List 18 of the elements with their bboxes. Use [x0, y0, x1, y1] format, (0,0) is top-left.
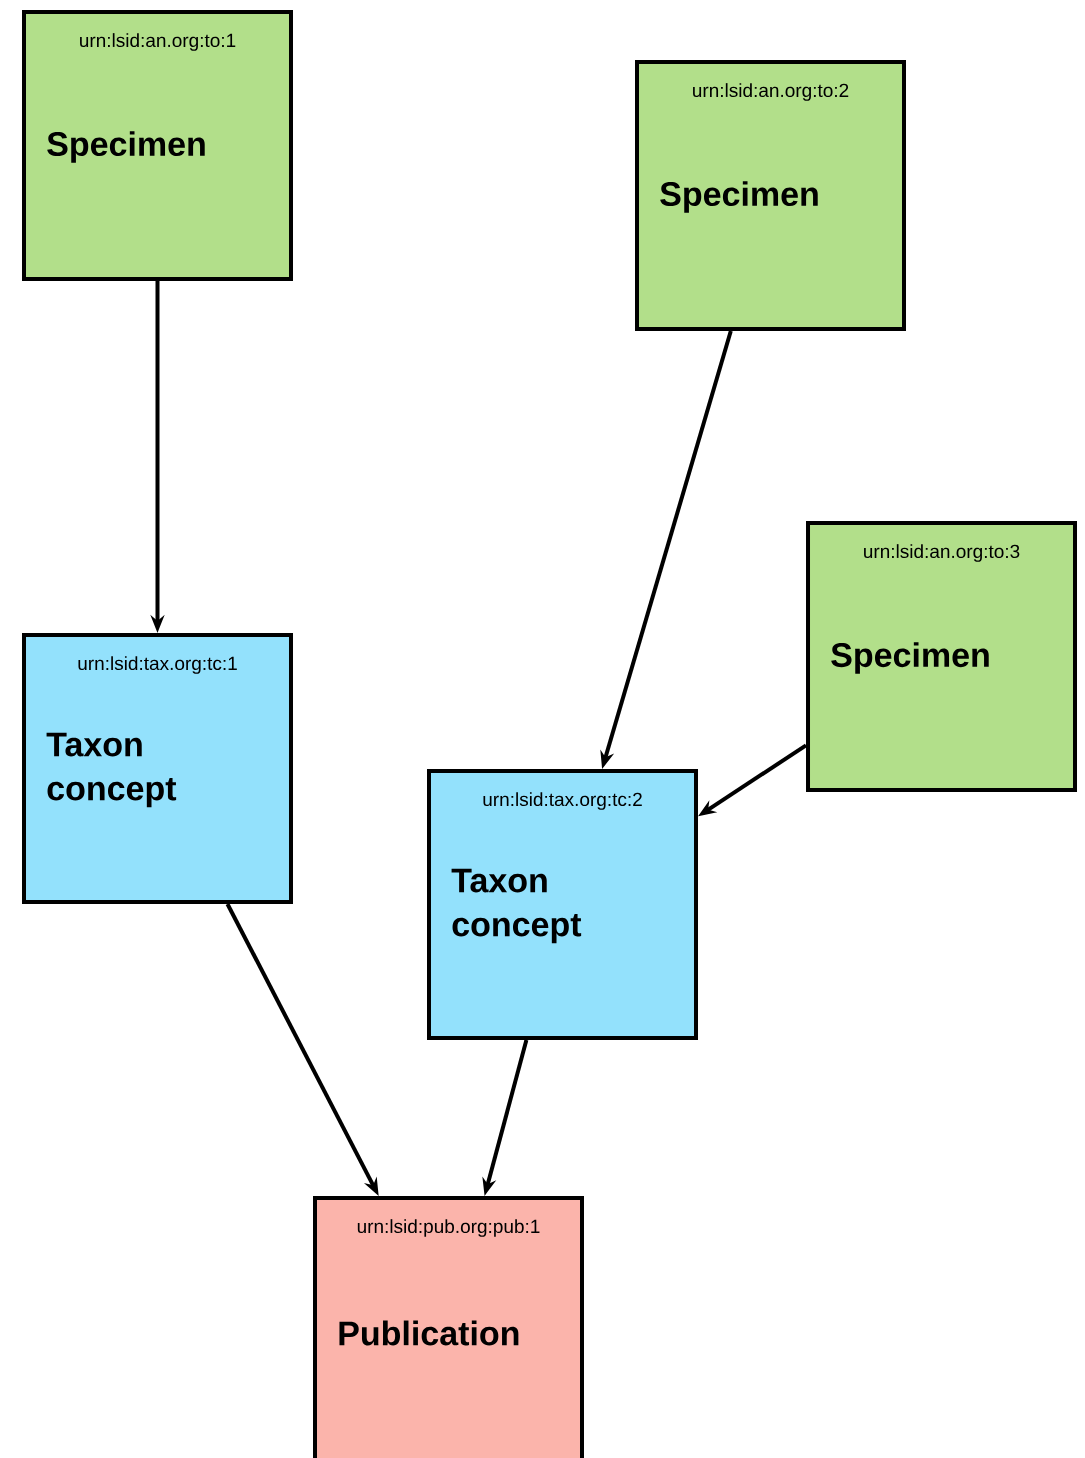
identifier-text: urn:lsid:an.org:to:1 — [80, 33, 236, 51]
node-title: Specimen — [831, 642, 989, 674]
identifier-text: urn:lsid:tax.org:tc:2 — [483, 792, 642, 810]
box — [635, 60, 906, 331]
box — [22, 10, 293, 281]
node-title: Taxon concept — [46, 732, 177, 808]
node-title: Publication — [339, 1320, 519, 1346]
identifier-text: urn:lsid:an.org:to:3 — [864, 544, 1020, 562]
node-title: Taxon concept — [451, 868, 582, 944]
identifier-text: urn:lsid:an.org:to:2 — [693, 83, 849, 101]
node-title: Specimen — [47, 131, 205, 163]
box — [313, 1196, 584, 1458]
box — [806, 521, 1077, 792]
identifier-text: urn:lsid:pub.org:pub:1 — [357, 1219, 540, 1237]
identifier-text: urn:lsid:tax.org:tc:1 — [78, 656, 237, 674]
box — [427, 769, 698, 1040]
node-title: Specimen — [660, 181, 818, 213]
box — [22, 633, 293, 904]
